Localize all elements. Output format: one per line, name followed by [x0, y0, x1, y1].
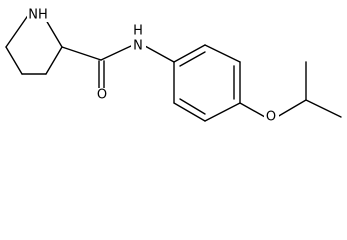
- bond-aryl-2-3: [204, 44, 241, 63]
- amide-h-label: H: [133, 24, 143, 39]
- bond-ring-n-c2: [45, 19, 63, 48]
- bond-aryl-4-5: [204, 102, 241, 122]
- bond-ring-c5-n: [5, 13, 30, 48]
- bond-aryl-ether-oxygen: [239, 102, 266, 118]
- bond-amide-n-aryl: [144, 45, 175, 63]
- chemical-structure: NH N H O O: [5, 7, 342, 125]
- bond-ring-c4-c5: [5, 46, 23, 75]
- carbonyl-oxygen-label: O: [97, 88, 107, 103]
- bond-ether-oxygen-ch: [276, 99, 307, 118]
- bond-ch-methyl-right: [305, 99, 342, 118]
- ether-oxygen-label: O: [266, 110, 276, 125]
- bond-c2-carbonyl: [61, 46, 102, 61]
- amide-group: [61, 45, 175, 89]
- benzene-ring: [173, 44, 241, 122]
- atom-labels: NH N H O O: [27, 7, 279, 125]
- bond-carbonyl-amide-n: [100, 45, 132, 61]
- bond-aryl-1-2: [173, 44, 206, 63]
- isopropoxy-group: [239, 61, 342, 118]
- amide-n-label: N: [133, 39, 143, 54]
- bond-aryl-inner-a: [179, 51, 206, 67]
- bond-aryl-inner-c: [179, 98, 206, 115]
- pyrrolidine-nh-label: NH: [28, 8, 48, 23]
- pyrrolidine-ring: [5, 13, 63, 75]
- bond-ring-c2-c3: [45, 46, 63, 75]
- bond-aryl-5-6: [173, 102, 206, 122]
